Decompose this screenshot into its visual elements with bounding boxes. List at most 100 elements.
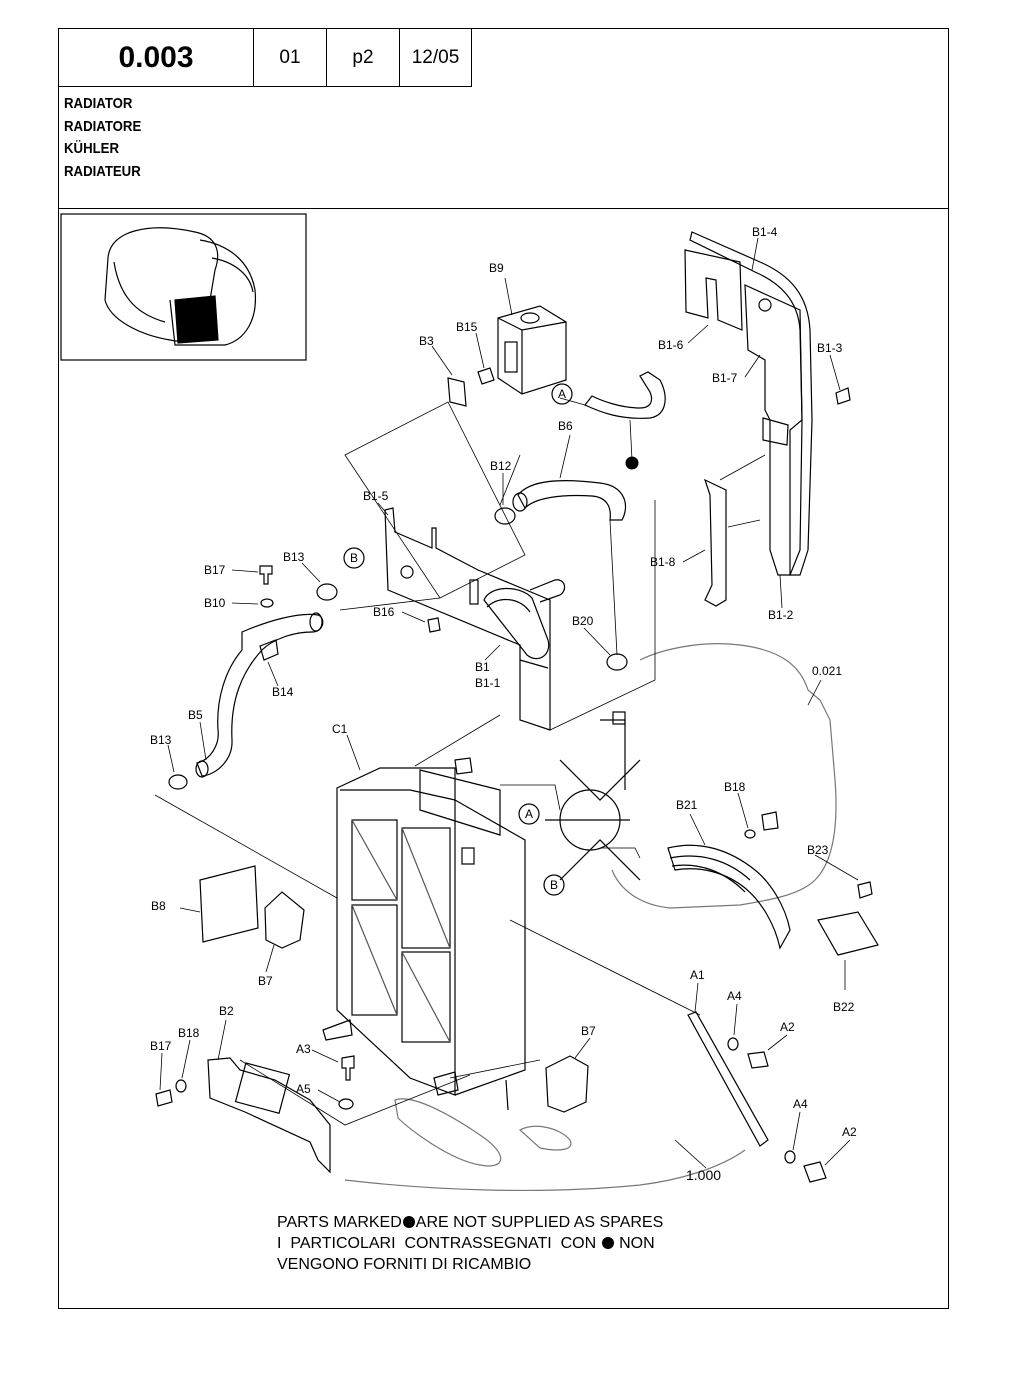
- callout-circle-b-mid: [543, 874, 565, 896]
- callout-a2-bottom: A2: [842, 1125, 857, 1139]
- clamp-b13-left: [168, 774, 188, 790]
- screw-b18-right: [761, 811, 779, 831]
- callout-b-mid: B: [550, 878, 558, 892]
- screw-b23: [857, 881, 873, 899]
- callout-a-mid: A: [525, 807, 533, 821]
- bolt-a2-top: [747, 1051, 769, 1069]
- washer-a5: [338, 1098, 354, 1110]
- expansion-tank-b9: [497, 305, 567, 395]
- fan-shroud-b21: [667, 844, 791, 950]
- filled-circle-icon: [601, 1237, 614, 1249]
- callout-b1-4: B1-4: [752, 225, 778, 239]
- callout-circle-a-top: [551, 383, 573, 405]
- callout-a1: A1: [690, 968, 705, 982]
- hose-b5: [195, 612, 324, 778]
- title-en: RADIATOR: [64, 95, 133, 112]
- washer-b18-right: [744, 829, 756, 839]
- clamp-b13-top: [316, 583, 338, 601]
- callout-b13-left: B13: [150, 733, 172, 747]
- callout-b8: B8: [151, 899, 166, 913]
- callout-c1: C1: [332, 722, 348, 736]
- inset-frame: [60, 213, 307, 361]
- title-de: KÜHLER: [64, 140, 119, 157]
- callout-0-021: 0.021: [812, 664, 842, 678]
- pad-b8: [199, 865, 259, 943]
- block-b7-left: [264, 891, 305, 949]
- callout-b1: B1: [475, 660, 490, 674]
- screw-a3: [341, 1055, 355, 1081]
- title-block: RADIATOR RADIATORE KÜHLER RADIATEUR: [64, 93, 141, 183]
- callout-b2: B2: [219, 1004, 234, 1018]
- callout-b17-top: B17: [204, 563, 226, 577]
- callout-b1-1: B1-1: [475, 676, 501, 690]
- engine-outline: [611, 643, 837, 909]
- callout-b-top: B: [350, 551, 358, 565]
- clamp-b12: [494, 507, 516, 525]
- callout-b14: B14: [272, 685, 294, 699]
- fan-assembly: [545, 711, 641, 881]
- callout-a-top: A: [558, 387, 566, 401]
- radiator-c1: [322, 757, 526, 1111]
- callout-b16: B16: [373, 605, 395, 619]
- callout-b7-bottom: B7: [581, 1024, 596, 1038]
- callout-a4-top: A4: [727, 989, 742, 1003]
- callout-b1-7: B1-7: [712, 371, 738, 385]
- callout-1-000: 1.000: [686, 1167, 721, 1183]
- title-separator: [58, 208, 949, 209]
- callout-b10: B10: [204, 596, 226, 610]
- machine-overview-icon: [104, 227, 257, 346]
- callout-b20: B20: [572, 614, 594, 628]
- callout-b15: B15: [456, 320, 478, 334]
- plate-b22: [817, 911, 879, 956]
- washer-a4-bottom: [784, 1150, 796, 1164]
- bracket-b1-4: [689, 231, 813, 576]
- callout-b1-2: B1-2: [768, 608, 794, 622]
- callout-a5: A5: [296, 1082, 311, 1096]
- washer-b18-left: [175, 1079, 187, 1093]
- callout-b1-3: B1-3: [817, 341, 843, 355]
- callout-b1-5: B1-5: [363, 489, 389, 503]
- callout-b17-left: B17: [150, 1039, 172, 1053]
- screw-b15: [477, 367, 495, 385]
- callout-b23: B23: [807, 843, 829, 857]
- screw-b17-top: [259, 565, 273, 585]
- callout-a3: A3: [296, 1042, 311, 1056]
- bracket-b1: [384, 507, 566, 731]
- strap-a1: [687, 1011, 769, 1147]
- callout-b3: B3: [419, 334, 434, 348]
- hose-b6: [512, 479, 627, 521]
- callout-b18-right: B18: [724, 780, 746, 794]
- callout-circle-a-mid: [518, 803, 540, 825]
- page-frame: [58, 28, 949, 1309]
- bolt-a2-bottom: [803, 1161, 827, 1183]
- header-date: 12/05: [399, 28, 472, 87]
- callout-a2-top: A2: [780, 1020, 795, 1034]
- bracket-b3: [447, 377, 467, 407]
- hose-vent: [584, 371, 666, 419]
- callout-b9: B9: [489, 261, 504, 275]
- clamp-b20: [606, 653, 628, 671]
- block-b7-bottom: [545, 1055, 589, 1113]
- frame-outline: [344, 1149, 746, 1192]
- washer-a4-top: [727, 1037, 739, 1051]
- title-fr: RADIATEUR: [64, 162, 141, 180]
- callout-b1-8: B1-8: [650, 555, 676, 569]
- screw-b17-left: [155, 1089, 173, 1107]
- callout-circle-b-top: [343, 547, 365, 569]
- plate-b1-6: [684, 249, 743, 331]
- screw-b1-3: [835, 387, 851, 405]
- title-it: RADIATORE: [64, 117, 142, 135]
- callout-b22: B22: [833, 1000, 855, 1014]
- callout-b6: B6: [558, 419, 573, 433]
- callout-b13-top: B13: [283, 550, 305, 564]
- callout-b1-6: B1-6: [658, 338, 684, 352]
- callout-b12: B12: [490, 459, 512, 473]
- bracket-b2: [207, 1057, 331, 1174]
- callout-b5: B5: [188, 708, 203, 722]
- clip-b1-2: [762, 417, 789, 446]
- callout-b21: B21: [676, 798, 698, 812]
- callout-b7-left: B7: [258, 974, 273, 988]
